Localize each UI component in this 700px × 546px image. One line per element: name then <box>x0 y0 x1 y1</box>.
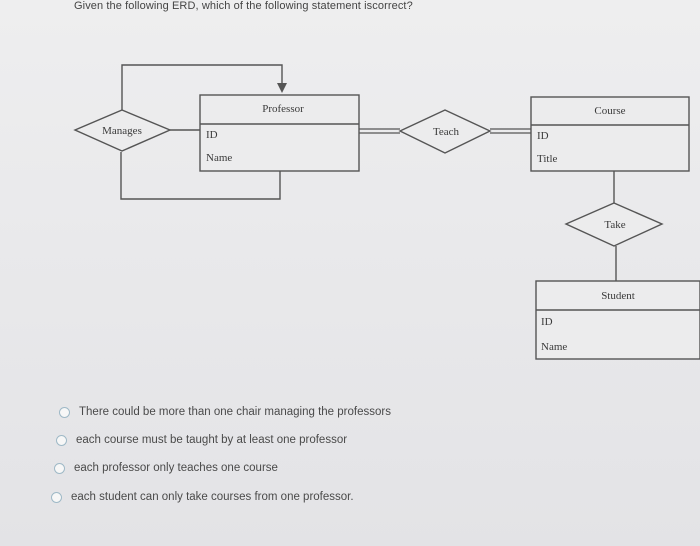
option-4[interactable]: each student can only take courses from … <box>51 491 354 503</box>
radio-button-icon[interactable] <box>56 434 67 446</box>
student-attr-name: Name <box>541 341 567 353</box>
relationship-teach: Teach <box>398 109 492 154</box>
radio-button-icon[interactable] <box>54 462 65 474</box>
radio-button-icon[interactable] <box>59 406 70 418</box>
professor-title: Professor <box>262 103 304 115</box>
entity-professor: Professor ID Name <box>199 94 360 172</box>
option-3-label: each professor only teaches one course <box>74 462 278 474</box>
question-text: Given the following ERD, which of the fo… <box>74 0 413 12</box>
course-title: Course <box>594 105 625 117</box>
professor-teach-connector <box>359 128 400 134</box>
option-4-label: each student can only take courses from … <box>71 491 354 503</box>
relationship-manages: Manages <box>73 109 172 152</box>
manages-connector-lines <box>120 64 283 200</box>
option-1[interactable]: There could be more than one chair manag… <box>59 406 391 418</box>
professor-attr-name: Name <box>206 152 232 164</box>
manages-label: Manages <box>102 125 142 137</box>
relationship-take: Take <box>564 202 664 247</box>
option-1-label: There could be more than one chair manag… <box>79 406 391 418</box>
course-attr-title: Title <box>537 153 558 165</box>
student-title: Student <box>601 290 635 302</box>
option-2-label: each course must be taught by at least o… <box>76 434 348 446</box>
option-3[interactable]: each professor only teaches one course <box>54 462 278 474</box>
student-attr-id: ID <box>541 316 553 328</box>
option-2[interactable]: each course must be taught by at least o… <box>56 434 347 446</box>
radio-button-icon[interactable] <box>51 491 62 503</box>
entity-student: Student ID Name <box>535 280 700 360</box>
teach-label: Teach <box>433 126 460 138</box>
professor-attr-id: ID <box>206 129 218 141</box>
take-label: Take <box>604 219 625 231</box>
entity-course: Course ID Title <box>530 96 690 172</box>
course-attr-id: ID <box>537 130 549 142</box>
arrow-head-icon <box>277 83 287 93</box>
teach-course-connector <box>490 128 531 134</box>
